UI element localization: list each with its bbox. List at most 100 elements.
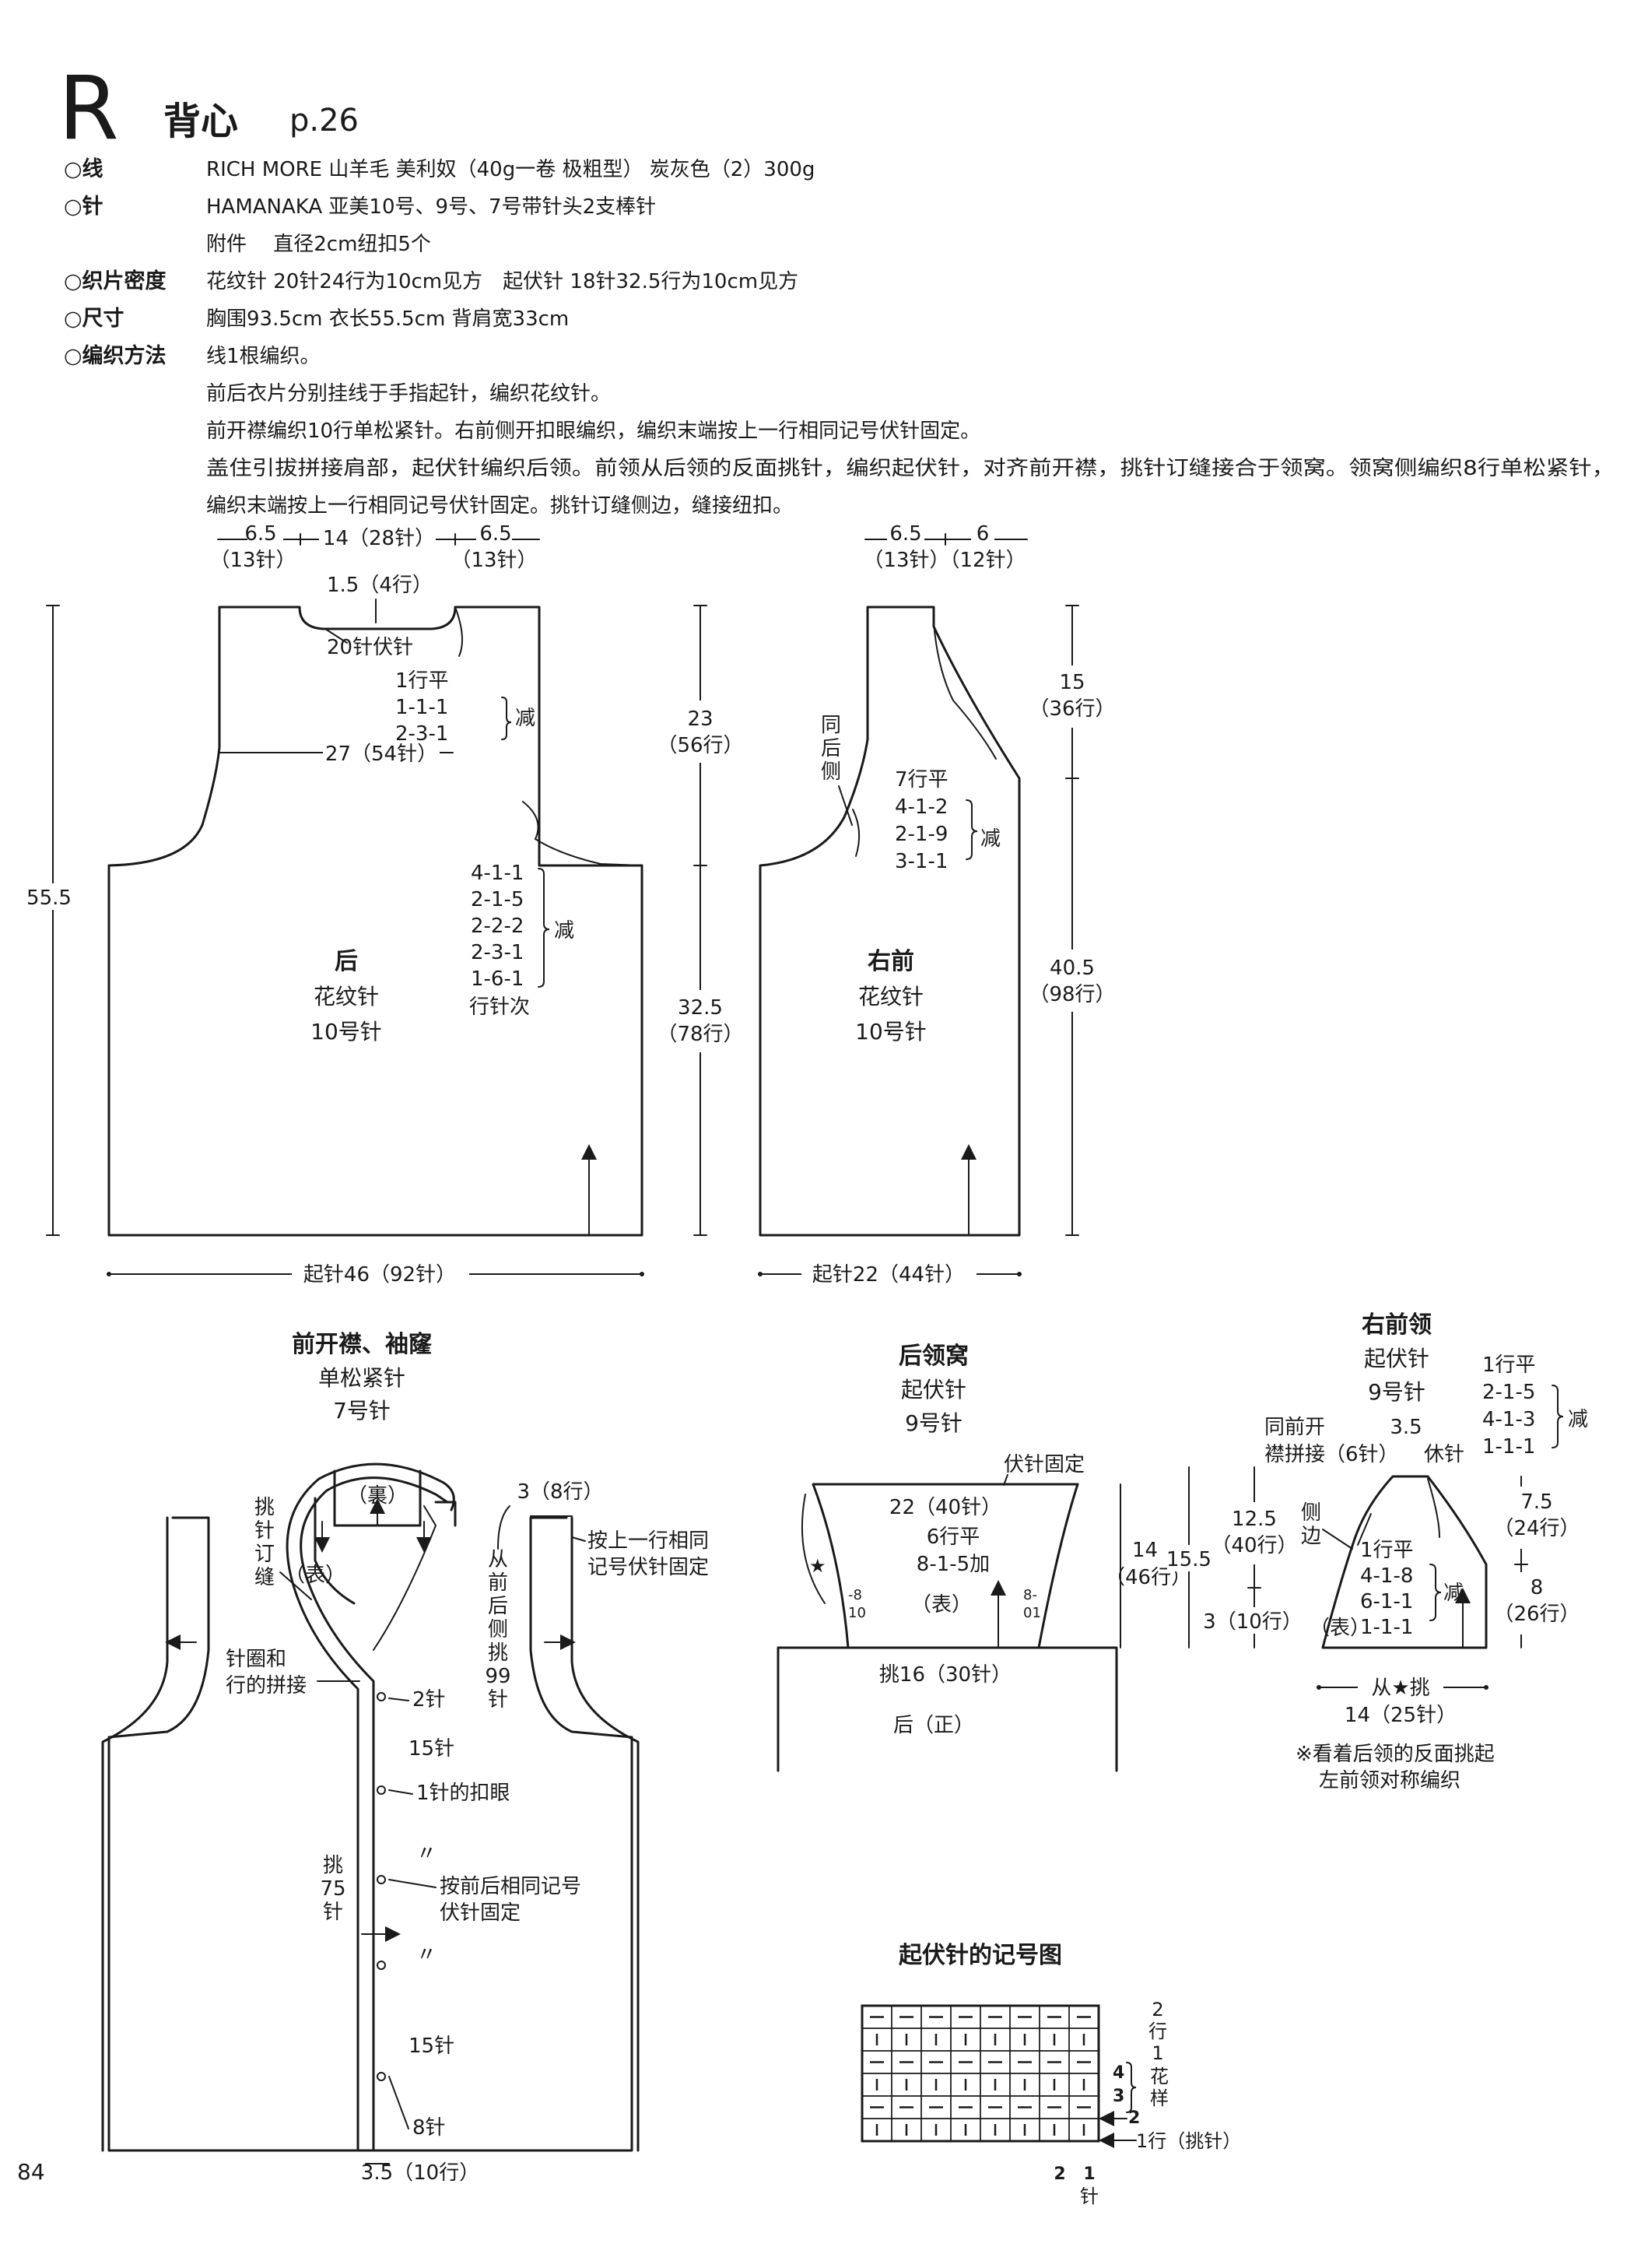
- inner-row: 4-1-8: [1360, 1564, 1413, 1588]
- instruction-line: 前开襟编织10行单松紧针。右前侧开扣眼编织，编织末端按上一行相同记号伏针固定。: [206, 420, 980, 443]
- star-mark: ★: [809, 1555, 826, 1577]
- label-bg: [1502, 1572, 1564, 1634]
- dimension-label: 6.5: [889, 522, 921, 546]
- piece-needle: 10号针: [855, 1019, 927, 1044]
- row-number: 3: [1113, 2087, 1124, 2106]
- material-label: ○织片密度: [64, 269, 167, 293]
- piece-stitch: 花纹针: [314, 984, 379, 1009]
- bind-label: 伏针固定: [1004, 1453, 1085, 1476]
- top-width-label: 3.5: [1390, 1416, 1422, 1439]
- pointer: [1357, 1513, 1372, 1546]
- garment-outline: [107, 1516, 633, 2152]
- label-bg: [1167, 1545, 1214, 1571]
- material-value: HAMANAKA 亚美10号、9号、7号带针头2支棒针: [206, 195, 656, 219]
- pattern-label: 花: [1150, 2066, 1169, 2087]
- collar-corner: [434, 1501, 457, 1527]
- rib-rows-label: 3（8行）: [517, 1480, 603, 1504]
- bind-off-label: 20针伏针: [327, 636, 413, 659]
- pointer: [388, 2076, 409, 2129]
- pointer: [324, 628, 348, 644]
- armhole-curve: [852, 809, 861, 857]
- dimension-label: 6.5: [479, 522, 511, 546]
- dimension-label: （13针）（12针）: [863, 549, 1026, 572]
- pattern-label: 样: [1150, 2087, 1169, 2109]
- pattern-letter: R: [58, 58, 119, 160]
- section-stitch: 起伏针: [1364, 1346, 1429, 1371]
- wrong-side-label: （裏）: [347, 1484, 408, 1508]
- dimension-label: 14（28针）: [323, 527, 435, 550]
- chart-cell: [1068, 2118, 1099, 2142]
- neck-curve: [933, 622, 997, 760]
- band-width-label: 3.5（10行）: [361, 2161, 479, 2185]
- label-bg: [654, 990, 747, 1052]
- pickup-front-label: 挑: [323, 1854, 343, 1877]
- height-label: 15.5: [1166, 1548, 1211, 1571]
- pickup-label: 从★挑: [1371, 1676, 1429, 1700]
- collar-row: 8-1-5加: [917, 1553, 990, 1576]
- join-label: 针圈和: [226, 1648, 286, 1671]
- decrease-label: 减: [980, 827, 1001, 851]
- pointer: [1322, 1529, 1353, 1550]
- section-title: 前开襟、袖窿: [292, 1331, 433, 1358]
- label-bg: [654, 700, 747, 763]
- decrease-label: 减: [554, 919, 574, 943]
- pointer: [279, 1571, 312, 1600]
- section-needle: 7号针: [333, 1398, 391, 1424]
- collar-row: 1-1-1: [1482, 1435, 1535, 1459]
- label-bg: [1027, 665, 1120, 728]
- ditto-mark: 〃: [416, 1842, 437, 1866]
- bind-note: 按前后相同记号: [440, 1875, 581, 1898]
- pickup-front-label: 针: [323, 1901, 343, 1924]
- brace: [1429, 1564, 1442, 1621]
- section-stitch: 起伏针: [901, 1377, 966, 1403]
- chart-title: 起伏针的记号图: [899, 1942, 1062, 1969]
- label-bg: [1202, 1607, 1303, 1634]
- band-mark: 15针: [408, 2035, 454, 2058]
- armhole-dec-row: 2-3-1: [471, 941, 524, 964]
- height-label: （40行）: [1211, 1534, 1297, 1557]
- seam-label: 针: [254, 1519, 275, 1543]
- back-piece-schematic: 6.5 （13针） 14（28针） 6.5 （13针） 1.5（4行） 27（5…: [22, 522, 747, 1287]
- material-value: 胸围93.5cm 衣长55.5cm 背肩宽33cm: [206, 307, 569, 331]
- small-number: 10: [848, 1605, 866, 1621]
- pickup-label: 挑16（30针）: [879, 1663, 1012, 1687]
- pickup-count-label: 14（25针）: [1345, 1704, 1457, 1727]
- brace: [1552, 1385, 1564, 1448]
- total-height-label: 55.5: [26, 886, 72, 910]
- ditto-mark: 〃: [416, 1943, 437, 1967]
- seam-label: 缝: [254, 1566, 275, 1589]
- pickup-side-label: 针: [488, 1688, 508, 1712]
- same-as-back-label: 同: [821, 714, 841, 737]
- front-dec-row: 3-1-1: [895, 850, 948, 873]
- height-label: 3（10行）: [1203, 1610, 1303, 1634]
- side-label: 侧: [1301, 1501, 1321, 1525]
- label-bg: [476, 523, 512, 546]
- section-needle: 9号针: [905, 1410, 963, 1436]
- armhole-dec-row: 4-1-1: [471, 862, 524, 885]
- material-label: ○编织方法: [64, 343, 167, 368]
- label-bg: [319, 523, 436, 546]
- height-label: 32.5: [678, 996, 723, 1020]
- right-front-schematic: 6.5 6 （13针）（12针） 同 后 侧 7行平 4-1-2 2-1-9 3…: [758, 522, 1120, 1287]
- armhole-curve: [522, 801, 643, 866]
- back-collar-outline: [812, 1483, 1079, 1649]
- page-reference: p.26: [289, 103, 359, 139]
- neck-dec-row: 2-3-1: [395, 722, 448, 746]
- instruction-line: 编织末端按上一行相同记号伏针固定。挑针订缝侧边，缝接纽扣。: [206, 494, 793, 518]
- pointer: [497, 1505, 510, 1550]
- row-stitch-times-label: 行针次: [469, 995, 530, 1019]
- band-mark: 15针: [408, 1737, 454, 1761]
- decrease-label: 减: [1443, 1582, 1464, 1605]
- cast-on-label: 起针46（92针）: [303, 1263, 456, 1287]
- label-bg: [323, 741, 440, 766]
- section-stitch: 单松紧针: [318, 1365, 405, 1391]
- height-label: 8: [1531, 1576, 1544, 1599]
- dimension-label: 6: [977, 522, 990, 546]
- label-bg: [1218, 1502, 1296, 1564]
- pointer: [838, 785, 853, 826]
- neck-dec-row: 1-1-1: [395, 696, 448, 719]
- label-bg: [887, 523, 924, 546]
- row-axis-label: 1: [1152, 2042, 1163, 2064]
- collar-left: [300, 1476, 449, 2152]
